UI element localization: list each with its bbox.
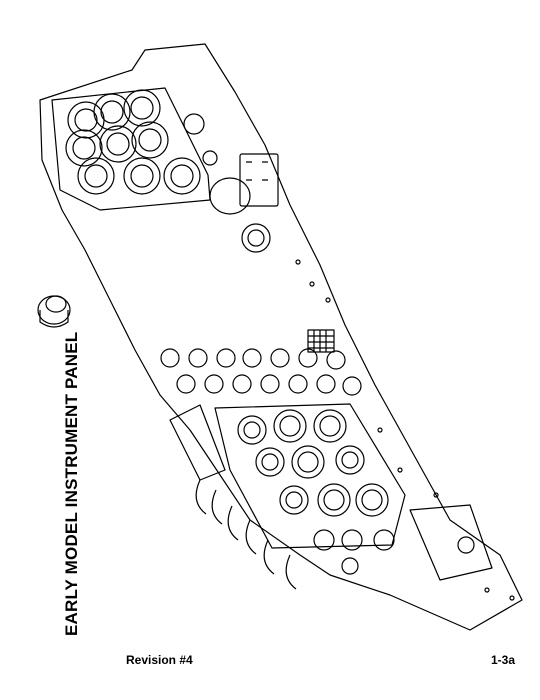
panel-outline bbox=[39, 43, 523, 631]
lower-cluster-frame bbox=[214, 403, 406, 549]
small-gauge-rows bbox=[160, 348, 362, 396]
loose-component bbox=[37, 295, 71, 328]
page-number: 1-3a bbox=[491, 653, 516, 667]
bottom-gauges bbox=[313, 529, 395, 575]
lower-gauges bbox=[237, 409, 389, 517]
upper-gauges bbox=[65, 89, 201, 195]
revision-label: Revision #4 bbox=[126, 653, 193, 667]
panel-screws bbox=[295, 259, 515, 601]
panel-title: EARLY MODEL INSTRUMENT PANEL bbox=[62, 331, 81, 636]
